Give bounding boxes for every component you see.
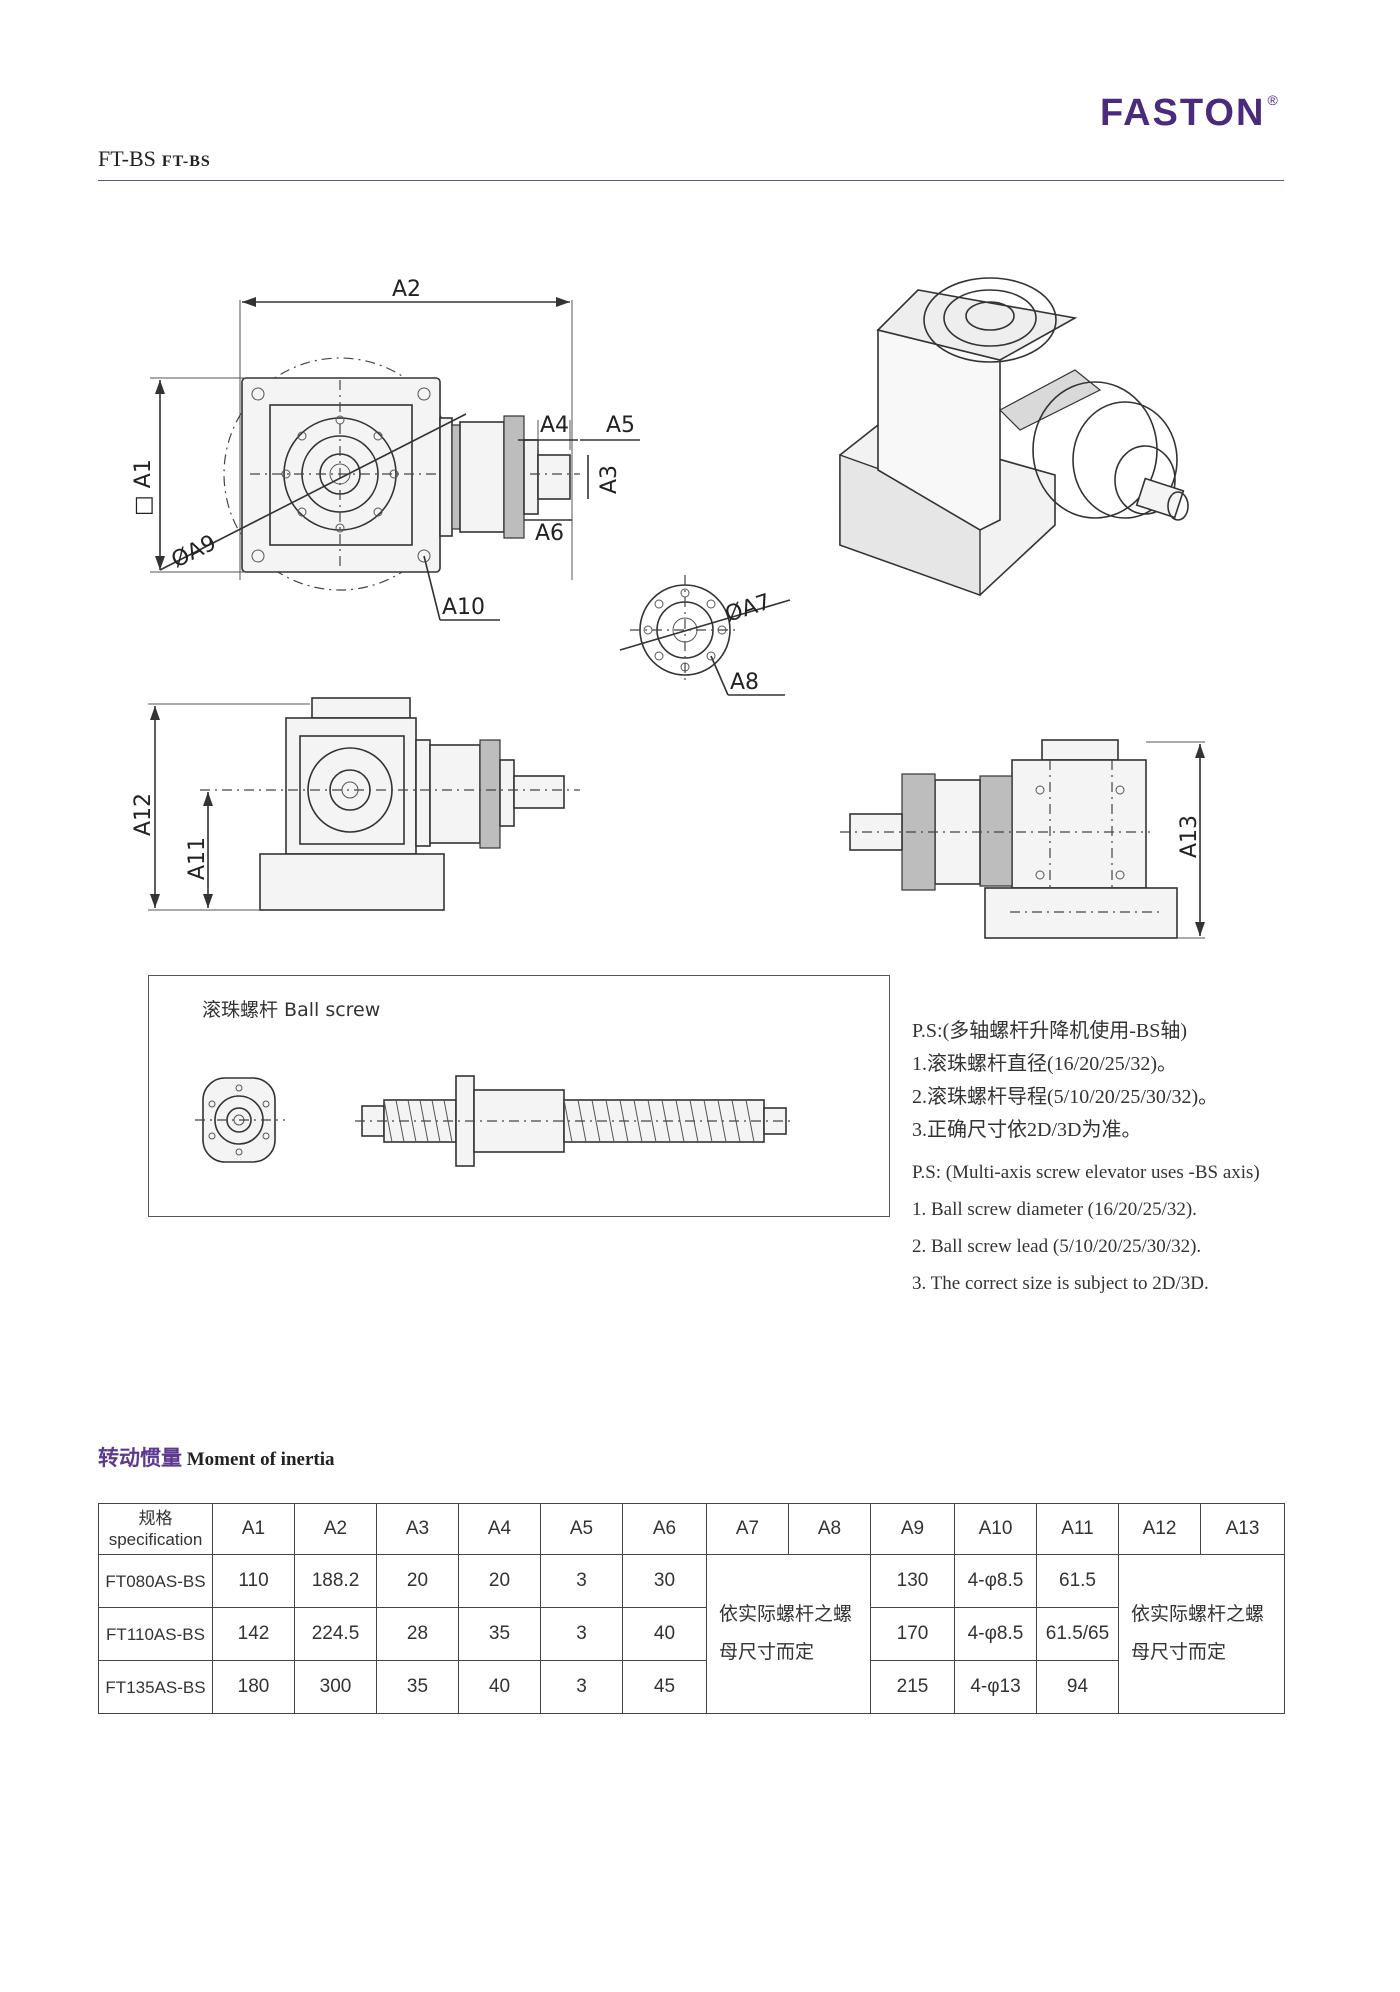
square-symbol: □ [131, 495, 156, 516]
cell-a6: 30 [622, 1554, 707, 1608]
top-view-drawing: A2 A4 A5 A3 A [131, 277, 640, 621]
cell-a3: 35 [376, 1660, 459, 1714]
svg-text:ØA9: ØA9 [168, 531, 221, 574]
isometric-view-drawing [839, 277, 1189, 596]
label-a1: A1 [131, 459, 156, 488]
cell-a9: 130 [870, 1554, 955, 1608]
table-section-title: 转动惯量 Moment of inertia [98, 1446, 335, 1470]
cell-a2: 300 [294, 1660, 377, 1714]
header-a12: A12 [1118, 1503, 1201, 1555]
note-cn-1: 1.滚珠螺杆直径(16/20/25/32)。 [912, 1053, 1177, 1075]
label-a3: A3 [597, 465, 622, 494]
header-a10: A10 [954, 1503, 1037, 1555]
cell-a1: 110 [212, 1554, 295, 1608]
header-a1: A1 [212, 1503, 295, 1555]
cell-a1: 142 [212, 1607, 295, 1661]
cell-spec: FT110AS-BS [98, 1607, 213, 1661]
label-a6: A6 [535, 521, 564, 546]
cell-a9: 215 [870, 1660, 955, 1714]
note-cn-0: P.S:(多轴螺杆升降机使用-BS轴) [912, 1020, 1188, 1042]
ball-screw-panel [148, 975, 890, 1217]
cell-a2: 188.2 [294, 1554, 377, 1608]
cell-a11: 61.5/65 [1036, 1607, 1119, 1661]
cell-a5: 3 [540, 1660, 623, 1714]
cell-a4: 20 [458, 1554, 541, 1608]
note-en-1: 1. Ball screw diameter (16/20/25/32). [912, 1199, 1197, 1220]
header-a11: A11 [1036, 1503, 1119, 1555]
cell-a4: 35 [458, 1607, 541, 1661]
label-a11: A11 [185, 837, 210, 880]
label-a13: A13 [1177, 815, 1202, 858]
flange-detail-drawing: ØA7 A8 [619, 575, 791, 696]
table-row: FT135AS-BS 180 300 35 40 3 45 215 4-φ13 … [98, 1660, 1285, 1714]
label-a10: A10 [442, 595, 485, 620]
cell-a9: 170 [870, 1607, 955, 1661]
cell-spec: FT080AS-BS [98, 1554, 213, 1608]
header-a4: A4 [458, 1503, 541, 1555]
cell-a3: 28 [376, 1607, 459, 1661]
cell-a6: 40 [622, 1607, 707, 1661]
label-a4: A4 [540, 413, 569, 438]
note-en-3: 3. The correct size is subject to 2D/3D. [912, 1273, 1209, 1294]
header-divider [98, 180, 1284, 181]
table-row: FT080AS-BS 110 188.2 20 20 3 30 依实际螺杆之螺母… [98, 1554, 1285, 1714]
cell-a1: 180 [212, 1660, 295, 1714]
header-a2: A2 [294, 1503, 377, 1555]
note-en-2: 2. Ball screw lead (5/10/20/25/30/32). [912, 1236, 1202, 1257]
cell-a11: 61.5 [1036, 1554, 1119, 1608]
note-cn-3: 3.正确尺寸依2D/3D为准。 [912, 1119, 1142, 1141]
cell-a10: 4-φ13 [954, 1660, 1037, 1714]
cell-a12-a13-merged: 依实际螺杆之螺母尺寸而定 [1118, 1554, 1285, 1714]
label-a5: A5 [606, 413, 635, 438]
cell-a5: 3 [540, 1607, 623, 1661]
note-en-0: P.S: (Multi-axis screw elevator uses -BS… [912, 1162, 1260, 1183]
note-cn-2: 2.滚珠螺杆导程(5/10/20/25/30/32)。 [912, 1086, 1219, 1108]
header-a8: A8 [788, 1503, 871, 1555]
cell-a6: 45 [622, 1660, 707, 1714]
table-row: FT110AS-BS 142 224.5 28 35 3 40 170 4-φ8… [98, 1607, 1285, 1661]
label-a8: A8 [730, 670, 759, 695]
label-a2: A2 [392, 277, 421, 302]
header-a7: A7 [706, 1503, 789, 1555]
cell-a11: 94 [1036, 1660, 1119, 1714]
cell-a2: 224.5 [294, 1607, 377, 1661]
ball-screw-drawing [195, 1075, 795, 1167]
label-a7: A7 [739, 590, 774, 623]
svg-text:ØA7: ØA7 [722, 590, 774, 628]
header-a9: A9 [870, 1503, 955, 1555]
cell-a4: 40 [458, 1660, 541, 1714]
side-view-left-drawing: A12 A11 [131, 697, 580, 911]
cell-spec: FT135AS-BS [98, 1660, 213, 1714]
ball-screw-title: 滚珠螺杆 Ball screw [202, 999, 381, 1021]
cell-a7-a8-merged: 依实际螺杆之螺母尺寸而定 [706, 1554, 871, 1714]
svg-text:□ A1: □ A1 [131, 459, 156, 516]
cell-a3: 20 [376, 1554, 459, 1608]
header-a5: A5 [540, 1503, 623, 1555]
cell-a10: 4-φ8.5 [954, 1607, 1037, 1661]
header-a6: A6 [622, 1503, 707, 1555]
header-a13: A13 [1200, 1503, 1285, 1555]
brand-logo: FASTON® [1100, 92, 1280, 134]
cell-a10: 4-φ8.5 [954, 1554, 1037, 1608]
cell-a5: 3 [540, 1554, 623, 1608]
label-a12: A12 [131, 793, 156, 836]
header-a3: A3 [376, 1503, 459, 1555]
side-view-right-drawing: A13 [840, 739, 1205, 939]
